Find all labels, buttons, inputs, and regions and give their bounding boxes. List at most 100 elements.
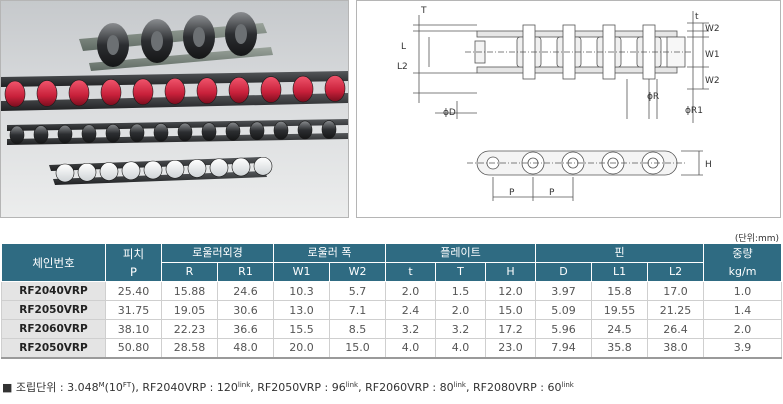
roller-shape xyxy=(153,123,169,142)
dim-label-L2: L2 xyxy=(397,62,408,72)
cell-pitch: 50.80 xyxy=(105,338,162,359)
cell-weight: 1.4 xyxy=(703,300,783,320)
subheader-H: H xyxy=(485,262,537,282)
roller-shape xyxy=(177,122,193,142)
cell-R: 15.88 xyxy=(161,281,218,301)
roller-shape xyxy=(57,124,73,144)
cell-W2: 8.5 xyxy=(329,319,387,339)
roller-shape xyxy=(68,79,90,107)
header-pitch: 피치 P xyxy=(105,243,162,282)
roller-shape xyxy=(297,120,313,140)
technical-drawing: T t W2 L W1 L2 W2 ϕR ϕD ϕR1 H P P xyxy=(356,0,781,218)
subheader-D: D xyxy=(535,262,593,282)
cell-L2: 38.0 xyxy=(647,338,705,359)
roller-shape xyxy=(187,159,207,178)
cell-model: RF2060VRP xyxy=(1,319,106,339)
cell-W2: 15.0 xyxy=(329,338,387,359)
roller-shape xyxy=(164,77,186,105)
dim-label-T: T xyxy=(420,6,427,16)
subheader-L1: L1 xyxy=(591,262,649,282)
cell-R1: 30.6 xyxy=(216,300,275,320)
chain-white-rollers xyxy=(49,156,273,185)
unit-link: link xyxy=(345,381,359,389)
dim-label-W2-top: W2 xyxy=(705,24,720,34)
cell-t: 2.4 xyxy=(385,300,437,320)
cell-model: RF2050VRP xyxy=(1,338,106,359)
unit-link: link xyxy=(237,381,251,389)
cell-R: 19.05 xyxy=(161,300,218,320)
roller-shape xyxy=(55,163,75,183)
roller-shape xyxy=(321,120,337,139)
roller-shape xyxy=(292,75,314,103)
cell-L1: 35.8 xyxy=(591,338,649,359)
dim-label-P2: P xyxy=(549,188,555,198)
dim-label-W2-bottom: W2 xyxy=(705,76,720,86)
cell-W1: 15.5 xyxy=(273,319,331,339)
roller-shape xyxy=(121,161,141,181)
cell-R1: 36.6 xyxy=(216,319,275,339)
subheader-W1: W1 xyxy=(273,262,331,282)
dim-label-phi-D: ϕD xyxy=(443,108,456,118)
cell-W2: 7.1 xyxy=(329,300,387,320)
cell-D: 5.96 xyxy=(535,319,593,339)
cell-W1: 13.0 xyxy=(273,300,331,320)
header-weight-label: 중량 xyxy=(732,246,753,260)
cell-L1: 19.55 xyxy=(591,300,649,320)
header-weight-unit: kg/m xyxy=(728,264,757,278)
roller-shape xyxy=(100,79,122,106)
bullet-square-icon: ■ xyxy=(2,381,13,394)
roller-shape xyxy=(77,162,97,182)
chain-small-rollers xyxy=(7,119,348,145)
assembly-item-rf2060: , RF2060VRP : 80 xyxy=(358,381,454,394)
dim-label-phi-R: ϕR xyxy=(647,92,659,102)
cell-H: 23.0 xyxy=(485,338,537,359)
cell-R1: 24.6 xyxy=(216,281,275,301)
chain-photo-illustration xyxy=(1,12,348,185)
table-row: RF2050VRP 31.75 19.05 30.6 13.0 7.1 2.4 … xyxy=(1,300,783,320)
cell-R1: 48.0 xyxy=(216,338,275,359)
unit-ft-open: (10 xyxy=(104,381,123,394)
assembly-item-rf2050: , RF2050VRP : 96 xyxy=(250,381,346,394)
roller-shape xyxy=(249,121,265,141)
header-roller-od: 로울러외경 xyxy=(160,243,275,263)
cell-T: 4.0 xyxy=(435,338,487,359)
dim-label-H: H xyxy=(705,160,712,170)
cell-model: RF2040VRP xyxy=(1,281,106,301)
assembly-unit-note: ■ 조립단위 : 3.048M(10FT), RF2040VRP : 120li… xyxy=(2,379,574,395)
dim-label-L: L xyxy=(401,42,406,52)
chain-dimension-drawing: T t W2 L W1 L2 W2 ϕR ϕD ϕR1 H P P xyxy=(397,6,720,201)
unit-ft-close: ) xyxy=(131,381,136,394)
chain-red-rollers xyxy=(1,71,348,111)
cell-D: 5.09 xyxy=(535,300,593,320)
subheader-t: t xyxy=(385,262,437,282)
unit-m: M xyxy=(98,381,105,389)
unit-link: link xyxy=(453,381,466,389)
header-pin: 핀 xyxy=(535,243,705,263)
cell-T: 3.2 xyxy=(435,319,487,339)
cell-t: 2.0 xyxy=(385,281,437,301)
chain-spec-table: 체인번호 피치 P 로울러외경 로울러 폭 플레이트 핀 중량 kg/m R R… xyxy=(1,243,783,359)
cell-pitch: 31.75 xyxy=(105,300,162,320)
roller-shape xyxy=(253,156,273,176)
chain-photo xyxy=(0,0,349,218)
dim-label-phi-R1: ϕR1 xyxy=(685,106,703,116)
roller-shape xyxy=(225,121,241,141)
roller-shape xyxy=(132,78,154,106)
roller-shape xyxy=(201,122,217,141)
roller-shape xyxy=(209,158,229,178)
roller-shape xyxy=(105,124,121,143)
table-row: RF2060VRP 38.10 22.23 36.6 15.5 8.5 3.2 … xyxy=(1,319,783,339)
subheader-R1: R1 xyxy=(216,262,275,282)
chain-large-rollers xyxy=(79,12,273,71)
cell-L2: 26.4 xyxy=(647,319,705,339)
cell-t: 4.0 xyxy=(385,338,437,359)
cell-L1: 15.8 xyxy=(591,281,649,301)
subheader-W2: W2 xyxy=(329,262,387,282)
roller-shape xyxy=(273,121,289,140)
unit-note: (단위:mm) xyxy=(734,234,779,244)
roller-shape xyxy=(129,123,145,143)
cell-L2: 21.25 xyxy=(647,300,705,320)
cell-D: 7.94 xyxy=(535,338,593,359)
roller-shape xyxy=(33,125,49,144)
assembly-unit-label: 조립단위 : 3.048 xyxy=(15,381,99,394)
